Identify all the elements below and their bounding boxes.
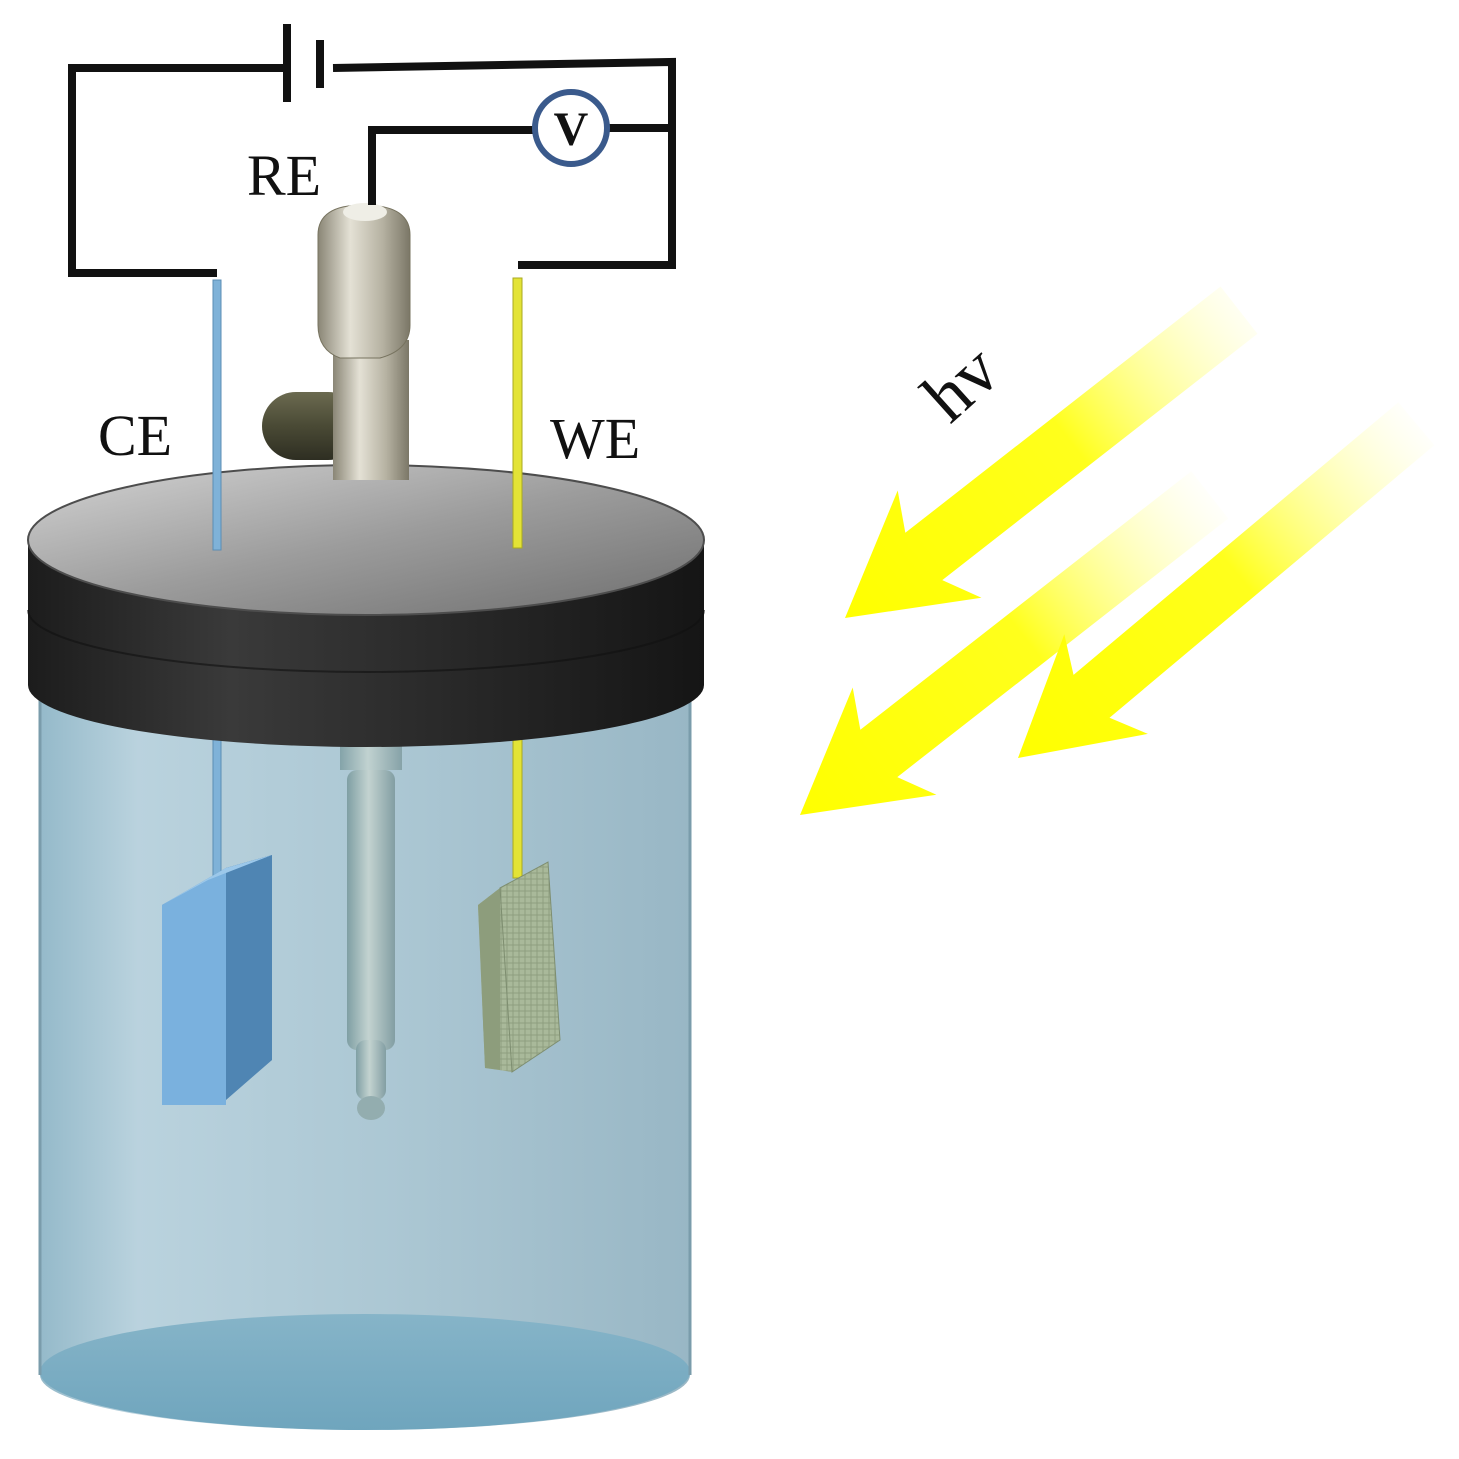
light-arrow-right (1018, 402, 1435, 758)
light-arrow-top (845, 286, 1258, 618)
voltmeter-label: V (554, 103, 589, 156)
cell-lid (27, 464, 705, 747)
ce-label: CE (98, 403, 172, 468)
working-electrode-lead (512, 277, 523, 549)
counter-electrode-lead (212, 279, 222, 551)
re-label: RE (247, 143, 321, 208)
voltmeter-icon: V (532, 89, 610, 167)
circuit-wires (68, 57, 676, 277)
reference-electrode-body (262, 203, 411, 480)
battery-icon (283, 24, 324, 102)
light-arrow-middle (800, 471, 1229, 815)
light-label: hv (907, 329, 1014, 437)
jar-bottom (40, 1314, 690, 1430)
we-label: WE (550, 406, 640, 471)
